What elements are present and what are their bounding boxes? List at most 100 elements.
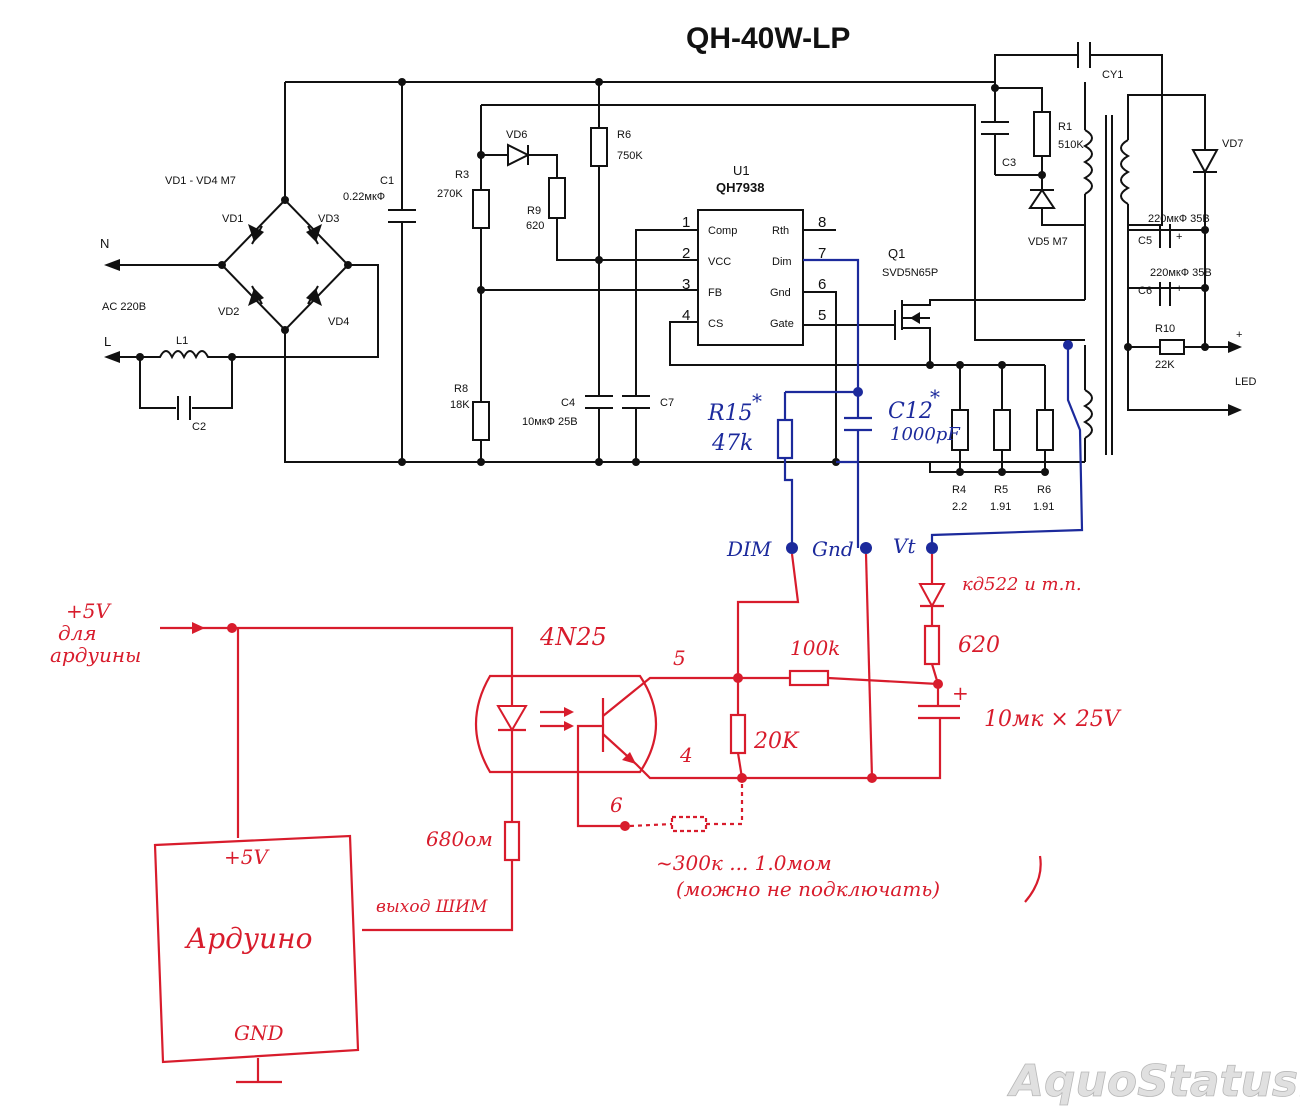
resistor-r1: [1033, 111, 1051, 157]
label-c2: C2: [192, 421, 206, 433]
pin-dim: Dim: [772, 256, 792, 268]
capacitor-c1: [388, 82, 416, 462]
label-c1: C1: [380, 175, 394, 187]
label-terminal-dim: DIM: [726, 537, 772, 561]
pin-num-5: 5: [818, 307, 826, 324]
label-terminal-gnd: Gnd: [812, 537, 854, 561]
label-r1: R1: [1058, 121, 1072, 133]
label-r15-val: 47k: [711, 431, 753, 456]
capacitor-c5: [1159, 224, 1171, 248]
label-cy1: CY1: [1102, 69, 1123, 81]
label-r9-val: 620: [526, 220, 544, 232]
label-vd5: VD5 M7: [1028, 236, 1068, 248]
resistor-r3: [472, 189, 490, 229]
capacitor-10uf: [918, 704, 960, 720]
label-r15-star: *: [752, 389, 762, 413]
pin-num-7: 7: [818, 245, 826, 262]
label-20k: 20K: [753, 729, 800, 754]
inductor-l1: [140, 350, 232, 360]
pin-comp: Comp: [708, 225, 737, 237]
label-for-arduino-2: ардуины: [50, 643, 141, 667]
label-c7: C7: [660, 397, 674, 409]
label-diode-kd522: кд522 и т.п.: [962, 574, 1082, 595]
label-r6b-val: 1.91: [1033, 501, 1054, 513]
label-100k: 100k: [790, 636, 840, 660]
label-r9: R9: [527, 205, 541, 217]
resistor-r10: [1159, 339, 1185, 355]
label-opto-pin5: 5: [673, 646, 686, 670]
resistor-100k: [788, 669, 830, 687]
diode-vd5: [1028, 175, 1085, 226]
pin-num-4: 4: [682, 307, 690, 324]
label-c4-val: 10мкФ 25В: [522, 416, 578, 428]
label-for-arduino-1: для: [58, 621, 97, 645]
label-c12-val: 1000pF: [890, 424, 961, 445]
label-680: 680ом: [426, 827, 493, 851]
label-c5: C5: [1138, 235, 1152, 247]
red-interface: +5V для ардуины 4N25 5 4 6: [50, 553, 1122, 1084]
label-bridge: VD1 - VD4 M7: [165, 175, 236, 187]
label-vd4: VD4: [328, 316, 349, 328]
label-u1-part: QH7938: [716, 180, 764, 195]
diode-kd522: [918, 583, 946, 609]
label-ac: AC 220В: [102, 301, 146, 313]
label-l: L: [104, 334, 111, 349]
label-opto-pin4: 4: [679, 743, 693, 767]
label-c1-val: 0.22мкФ: [343, 191, 385, 203]
label-r10-val: 22K: [1155, 359, 1175, 371]
label-r6b: R6: [1037, 484, 1051, 496]
label-10uf: 10мк × 25V: [984, 707, 1122, 732]
label-vd2: VD2: [218, 306, 239, 318]
resistor-r8: [472, 401, 490, 441]
label-c12: C12: [888, 399, 933, 424]
label-arduino: Ардуино: [184, 922, 312, 955]
label-c6-val: 220мкФ 35В: [1150, 267, 1212, 279]
label-terminal-vt: Vt: [893, 534, 916, 558]
pin-gnd: Gnd: [770, 287, 791, 299]
resistor-620: [923, 624, 941, 666]
diode-vd2: [248, 285, 264, 306]
resistor-r15: [776, 418, 794, 460]
label-c12-star: *: [930, 385, 940, 409]
pin-gate: Gate: [770, 318, 794, 330]
label-r5: R5: [994, 484, 1008, 496]
label-l1: L1: [176, 335, 188, 347]
label-r-optional: ~300к ... 1.0мом: [656, 851, 832, 875]
capacitor-cy1: [1077, 42, 1091, 68]
pin-rth: Rth: [772, 225, 789, 237]
label-r6-val: 750K: [617, 150, 643, 162]
capacitor-c3: [981, 121, 1009, 175]
resistor-r9: [548, 177, 566, 219]
diagram-title: QH-40W-LP: [686, 22, 850, 55]
label-c4: C4: [561, 397, 575, 409]
resistor-r6: [590, 127, 608, 167]
label-pwm: выход ШИМ: [376, 897, 488, 917]
label-r-optional-note: (можно не подключать): [676, 877, 940, 901]
watermark: AquoStatus.ru: [1007, 1056, 1300, 1107]
blue-modification: R15 * 47k C12 * 1000pF DIM Gnd Vt: [707, 258, 1084, 561]
pin-num-3: 3: [682, 276, 690, 293]
transformer: [1082, 115, 1131, 455]
pin-cs: CS: [708, 318, 723, 330]
printed-schematic: VD1 - VD4 M7 VD1 VD3 VD2 VD4 N AC 220В L…: [100, 42, 1256, 513]
optocoupler-4n25: [475, 674, 875, 828]
capacitor-c4: [585, 395, 613, 462]
label-r3: R3: [455, 169, 469, 181]
label-vd6: VD6: [506, 129, 527, 141]
diode-vd7: [1191, 149, 1219, 175]
ic-u1: [697, 209, 804, 346]
diode-vd3: [306, 224, 322, 245]
label-620: 620: [958, 633, 1000, 658]
label-n: N: [100, 236, 109, 251]
label-opto-pin6: 6: [610, 793, 623, 817]
diode-vd1: [248, 224, 264, 245]
pin-fb: FB: [708, 287, 722, 299]
pin-vcc: VCC: [708, 256, 731, 268]
label-q1-part: SVD5N65P: [882, 267, 938, 279]
resistor-r5: [993, 409, 1011, 451]
label-r8-val: 18K: [450, 399, 470, 411]
pin-num-1: 1: [682, 214, 690, 231]
label-arduino-5v: +5V: [224, 845, 270, 869]
capacitor-c2: [177, 396, 191, 420]
label-r6: R6: [617, 129, 631, 141]
